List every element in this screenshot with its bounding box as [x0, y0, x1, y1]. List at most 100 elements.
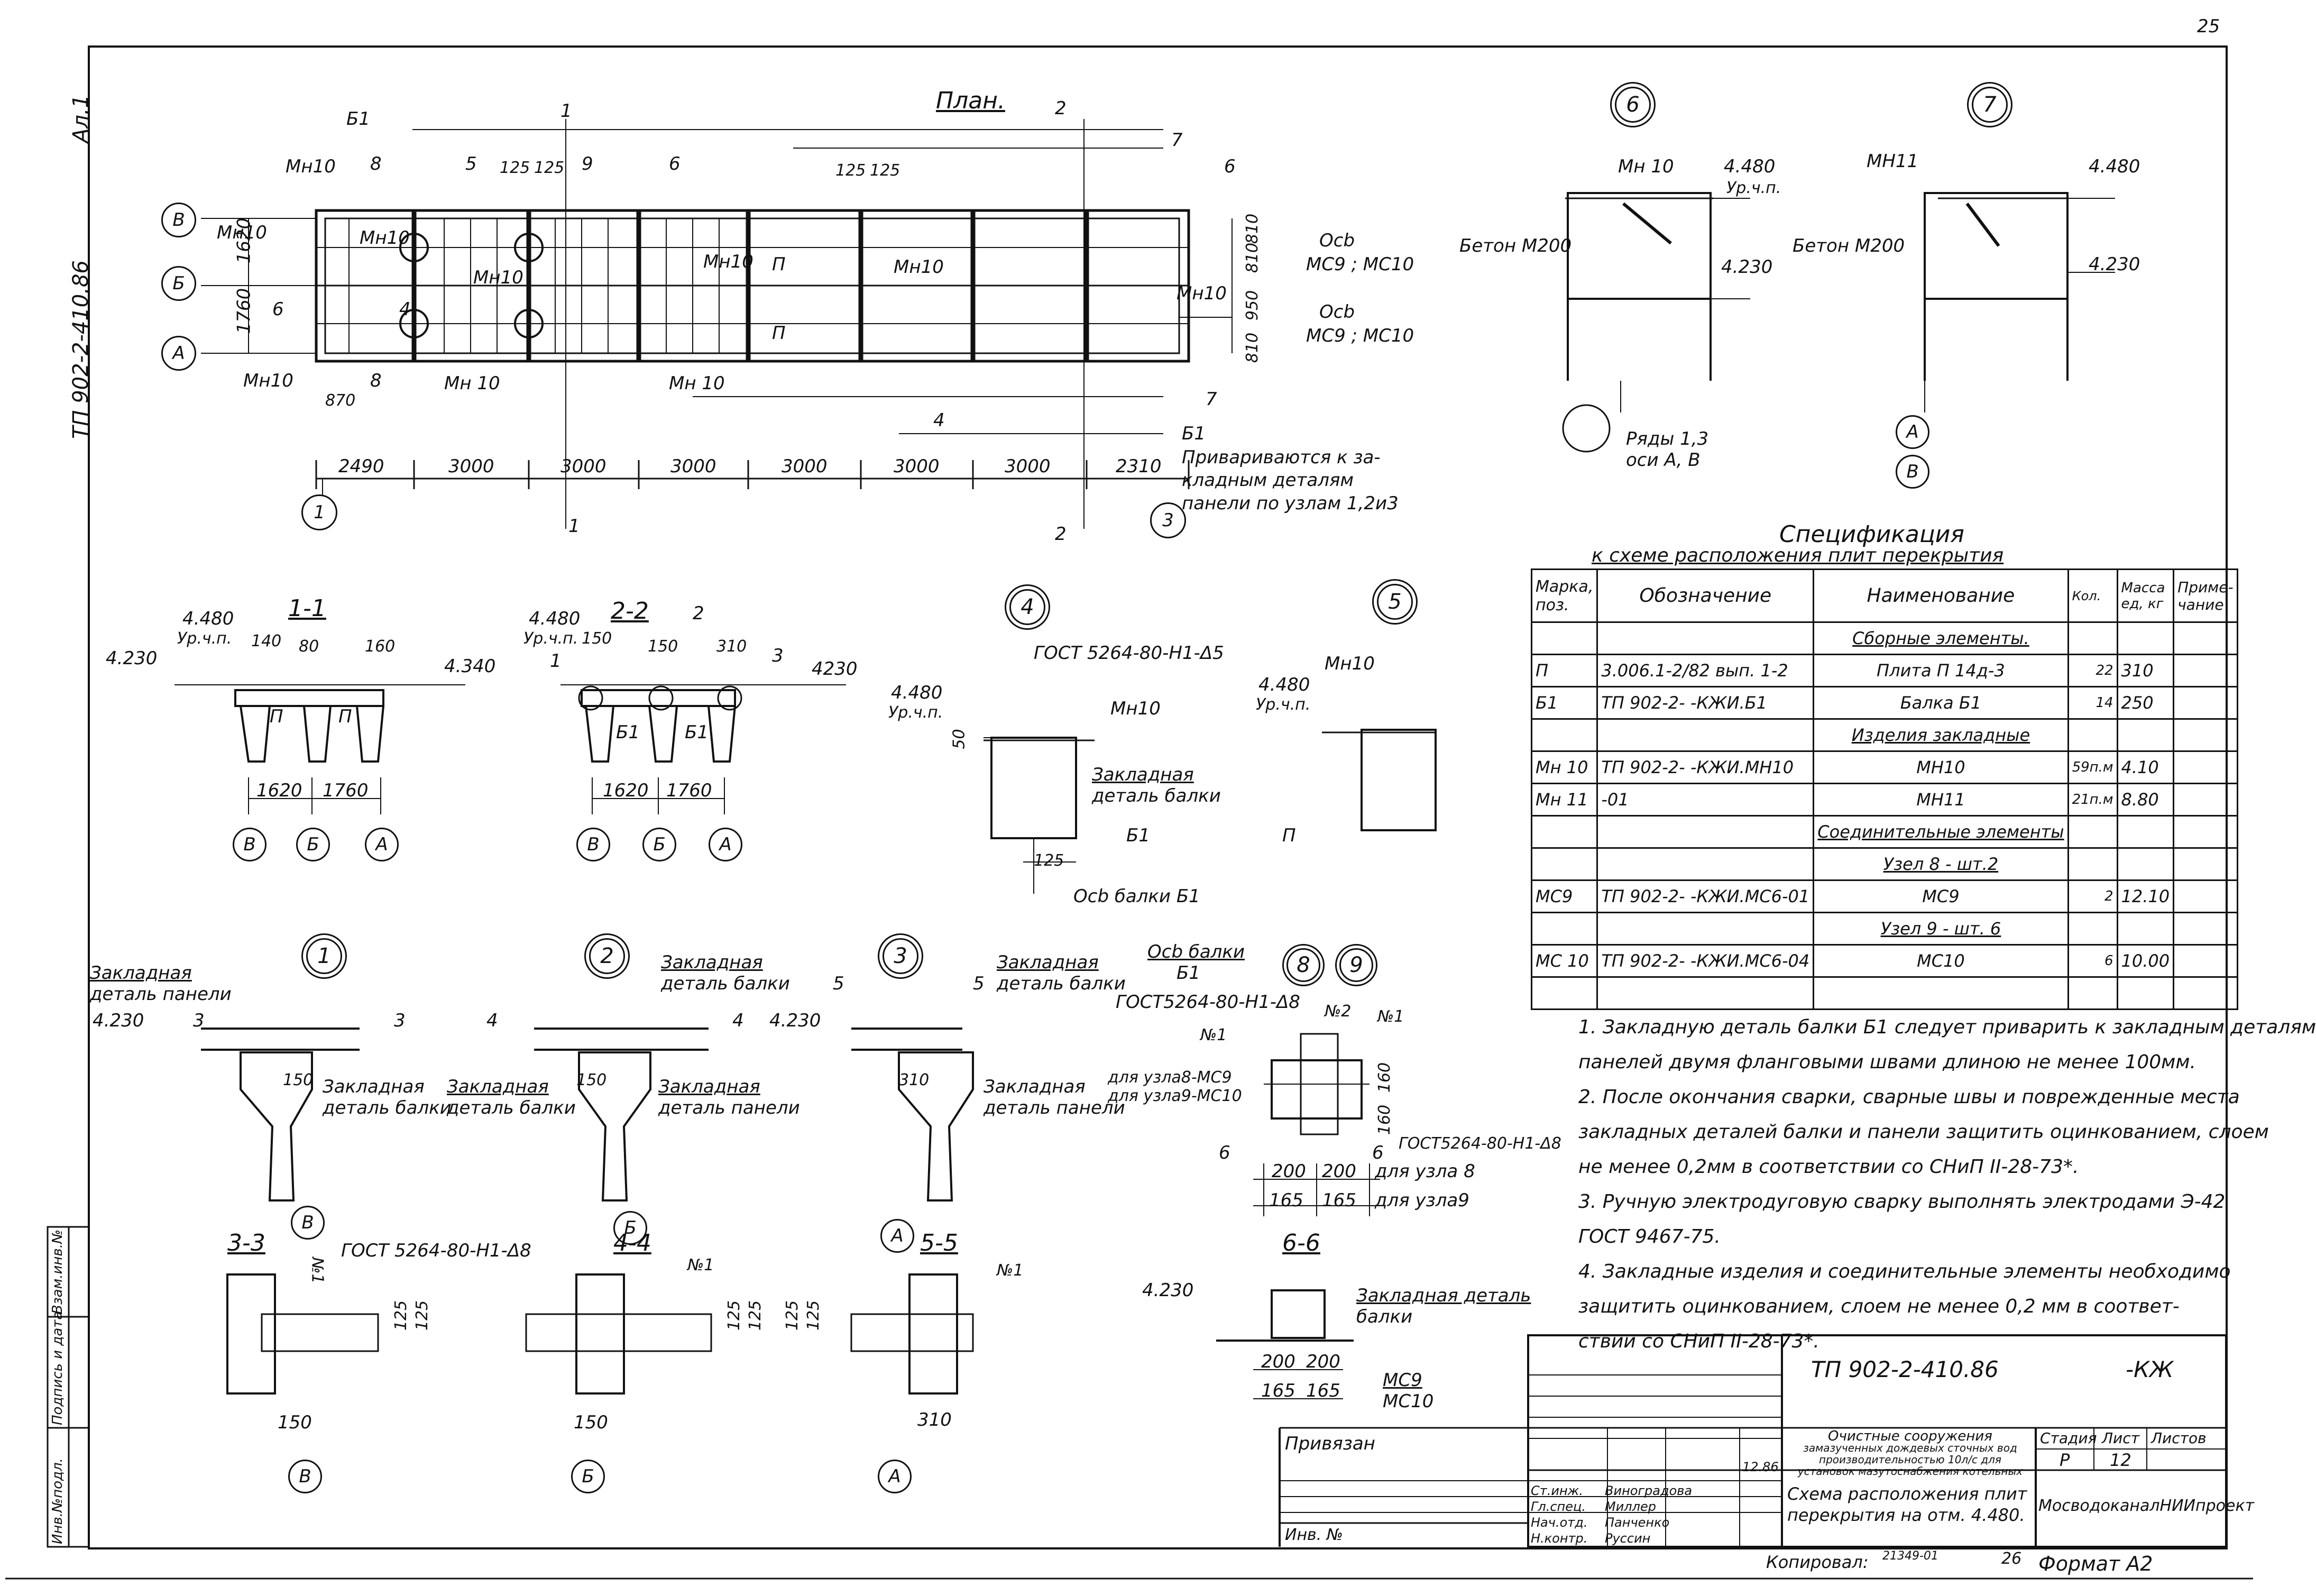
spec-h-mass: Масса ед, кг [2116, 568, 2175, 623]
spec-cell [2116, 718, 2175, 752]
spec-row: Соединительные элементы [1530, 815, 2238, 849]
dim-1760: 1760 [233, 288, 255, 334]
spec-cell: Б1 [1530, 686, 1598, 720]
plan-osb1-mc: МС9 ; МС10 [1306, 254, 1414, 275]
sec66-lvl: 4.230 [1142, 1280, 1194, 1301]
plan-7b: 7 [1206, 389, 1217, 410]
tb-code: ТП 902-2-410.86 [1811, 1356, 1999, 1382]
sec22-n1: 1 [550, 650, 562, 672]
spec-cell [1530, 912, 1598, 946]
plan-6a: 6 [272, 299, 284, 320]
spec-cell: Узел 8 - шт.2 [1813, 847, 2069, 881]
node2-z5: Закладная [658, 1076, 760, 1097]
plan-sec-2-bot: 2 [1055, 524, 1067, 545]
plan-row-a: А [161, 336, 196, 371]
dim-3000-3: 3000 [670, 456, 716, 477]
spec-table: Марка, поз. Обозначение Наименование Кол… [1530, 568, 2238, 1010]
node89-for9: для узла9-МС10 [1108, 1087, 1242, 1105]
node2-z6: деталь панели [658, 1097, 800, 1118]
spec-cell: 10.00 [2116, 944, 2175, 978]
sec66-title: 6-6 [1282, 1230, 1320, 1256]
sec11-lvl-l: 4.230 [106, 648, 158, 669]
tb-role-row: Ст.инж.Виноградова [1531, 1483, 1692, 1498]
dim-3000-5: 3000 [894, 456, 940, 477]
spec-cell: ТП 902-2- -КЖИ.Б1 [1596, 686, 1815, 720]
dim-3000-2: 3000 [560, 456, 606, 477]
sec44-axis: Б [571, 1460, 605, 1493]
node-4-badge: 4 [1005, 584, 1050, 630]
node5-lvl2: Ур.ч.п. [1256, 695, 1311, 714]
sec55-d125a: 125 [783, 1300, 802, 1331]
sec33-gost: ГОСТ 5264-80-Н1-Δ8 [341, 1240, 531, 1261]
node6-rows: Ряды 1,3 [1626, 428, 1709, 450]
node4-lvl: 4.480 [891, 682, 943, 703]
spec-cell [2173, 815, 2238, 849]
node89-dfor8: для узла 8 [1375, 1161, 1475, 1182]
spec-cell: Плита П 14д-3 [1813, 654, 2069, 687]
spec-cell [1530, 815, 1598, 849]
spec-cell [2116, 621, 2175, 655]
tb-copy-num: 21349-01 [1882, 1549, 1938, 1563]
tb-role-row: Н.контр.Руссин [1531, 1531, 1650, 1546]
node4-zakl2: деталь балки [1092, 785, 1221, 806]
node1-z3: Закладная [323, 1076, 425, 1097]
general-notes: 1. Закладную деталь балки Б1 следует при… [1578, 1010, 2316, 1359]
node2-n4b: 4 [732, 1010, 744, 1031]
note-line: 4. Закладные изделия и соединительные эл… [1578, 1261, 2231, 1282]
spec-cell: МС10 [1813, 944, 2069, 978]
node-8-badge: 8 [1282, 944, 1325, 986]
tb-role: Нач.отд. [1531, 1515, 1588, 1530]
tb-num26: 26 [2001, 1549, 2022, 1568]
tb-role: Н.контр. [1531, 1531, 1588, 1546]
spec-cell [1530, 621, 1598, 655]
tb-sheet: 12 [2110, 1450, 2131, 1470]
sec11-d3: 160 [365, 637, 396, 656]
spec-title: Спецификация [1779, 521, 1964, 548]
spec-cell: МС9 [1530, 879, 1598, 913]
node7-mn: МН11 [1867, 151, 1919, 172]
dim-2490: 2490 [338, 456, 384, 477]
strip-replace: Взам.инв.№ [50, 1230, 66, 1314]
sec22-axis-v: В [576, 828, 610, 861]
tb-name: Виноградова [1605, 1483, 1693, 1498]
spec-cell [1596, 621, 1815, 655]
spec-row: Изделия закладные [1530, 718, 2238, 752]
dim-3000-4: 3000 [782, 456, 828, 477]
spec-h-qty: Кол. [2067, 568, 2118, 623]
spec-cell [2173, 944, 2238, 978]
node2-n4a: 4 [486, 1010, 498, 1031]
plan-mn10-8: Мн10 [243, 370, 293, 391]
sec11-axis-a: А [365, 828, 399, 861]
tb-h-stage: Стадия [2040, 1429, 2097, 1447]
node1-axis: В [291, 1206, 325, 1240]
tb-project-line: замазученных дождевых сточных вод [1803, 1442, 2017, 1454]
note-line: ГОСТ 9467-75. [1578, 1226, 1721, 1248]
node4-b1: Б1 [1126, 825, 1150, 846]
spec-cell: МС9 [1813, 879, 2069, 913]
spec-cell [2067, 912, 2118, 946]
spec-cell [2173, 879, 2238, 913]
spec-cell: 14 [2067, 686, 2118, 720]
drawing-lines [5, 45, 2253, 1580]
node6-mn: Мн 10 [1618, 156, 1674, 177]
plan-8b: 8 [370, 370, 382, 391]
sec11-lvl-a2: Ур.ч.п. [177, 629, 232, 648]
tb-privyazan: Привязан [1285, 1433, 1375, 1454]
sec55-d125b: 125 [804, 1300, 823, 1331]
side-designation: ТП 902-2-410.86 [69, 260, 93, 439]
spec-cell [2173, 654, 2238, 687]
spec-cell [2173, 976, 2238, 1010]
spec-cell [2173, 847, 2238, 881]
node7-lvl2: 4.230 [2089, 254, 2140, 275]
note-line: панелей двумя фланговыми швами длиною не… [1578, 1051, 2196, 1073]
plan-mn10-10: Мн 10 [669, 373, 725, 394]
spec-cell [2067, 847, 2118, 881]
node3-n5b: 5 [973, 973, 985, 994]
plan-note-3: панели по узлам 1,2и3 [1182, 493, 1399, 514]
node89-no2: №2 [1325, 1002, 1352, 1021]
sec11-title: 1-1 [288, 595, 326, 622]
node-9-badge: 9 [1335, 944, 1377, 986]
